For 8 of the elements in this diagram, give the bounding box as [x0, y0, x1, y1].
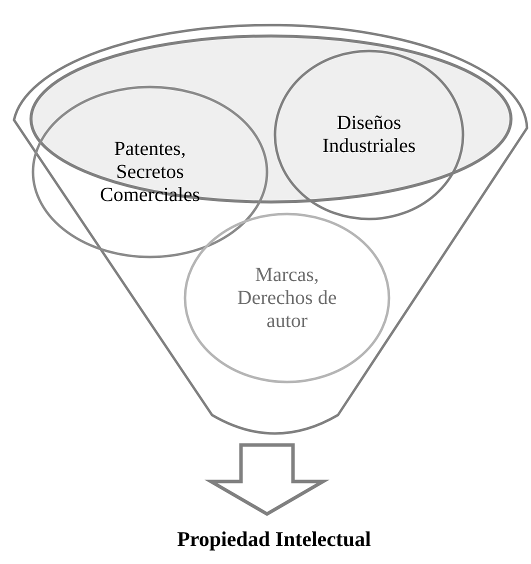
- category-circle: [274, 50, 464, 220]
- category-circle: [32, 86, 268, 258]
- category-circle: [184, 212, 390, 384]
- category-label: Diseños Industriales: [321, 112, 417, 158]
- category-label: Patentes, Secretos Comerciales: [99, 138, 201, 206]
- result-label: Propiedad Intelectual: [177, 526, 371, 552]
- category-label: Marcas, Derechos de autor: [236, 264, 338, 332]
- block-arrow: [204, 443, 330, 516]
